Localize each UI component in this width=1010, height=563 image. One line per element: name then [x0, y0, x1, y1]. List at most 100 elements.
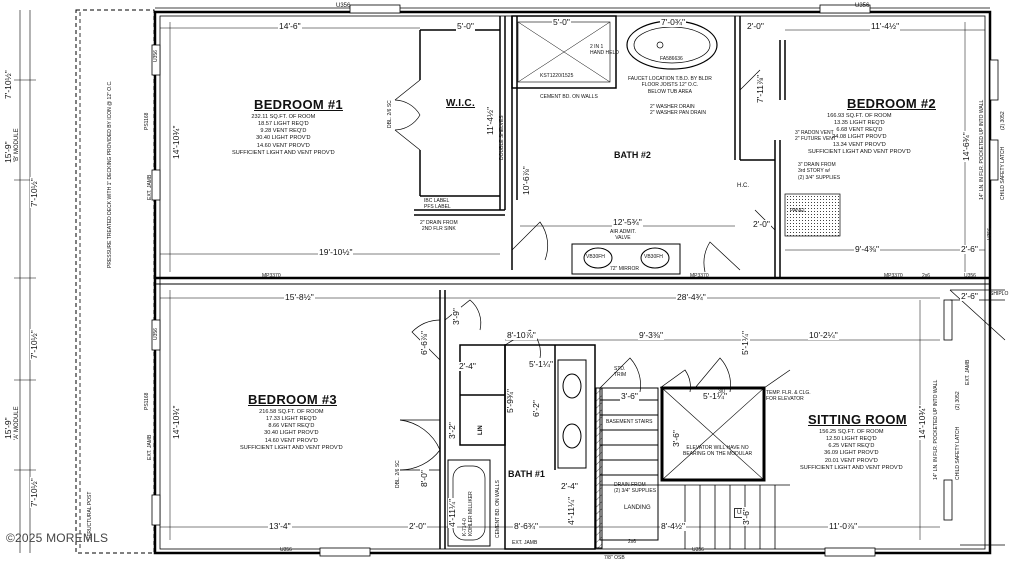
dim-bot-landing: 8'-4½"	[660, 521, 687, 531]
dim-left-6: 15'-9"	[3, 416, 13, 440]
dim-small-e: 3'-9"	[451, 307, 461, 326]
dim-small-m: 2'-6"	[960, 291, 979, 301]
dim-small-g: 6'-2"	[531, 399, 541, 418]
shiplo-label: SHIPLO	[990, 291, 1009, 297]
dim-small-k: 5'-1¼"	[528, 359, 555, 369]
vanity-2-label: VB30FH	[644, 254, 663, 260]
window-code-sitting: (2) 3052	[955, 391, 961, 410]
bed3-door-label: DBL. 2/6 SC	[395, 460, 401, 488]
dim-top-tub: 7'-0¾"	[660, 17, 687, 27]
dim-v-stair-c: 3'-6"	[741, 507, 751, 526]
windows	[151, 4, 999, 557]
window-note-sitting: 14" LN. IN FLR. POCKETED UP INTO WALL	[933, 379, 939, 480]
dim-hall-a: 8'-10⅞"	[506, 330, 537, 340]
child-latch-sitting: CHILD SAFETY LATCH	[955, 426, 961, 480]
panel-area	[784, 193, 841, 237]
sitting-room-specs: 156.25 SQ.FT. OF ROOM 12.50 LIGHT REQ'D …	[800, 429, 903, 471]
dim-mid-left: 15'-8½"	[284, 292, 315, 302]
tag-u356-top1: U356	[336, 3, 351, 9]
pressure-deck-note: PRESSURE TREATED DECK WITH 1" DECKING PR…	[107, 80, 113, 268]
lin-label: LIN	[478, 425, 484, 435]
std-trim-label: STD.TRIM	[614, 366, 627, 378]
dim-top-shower: 5'-0"	[552, 17, 571, 27]
tag-ps-left1: PS1168	[144, 112, 150, 130]
basement-stairs-label: BASEMENT STAIRS	[606, 419, 653, 425]
dim-v-bed2: 14'-6¾"	[961, 131, 971, 162]
dim-small-f: 5'-9¾"	[505, 387, 515, 414]
tag-mp-1: MP3370	[262, 273, 281, 279]
tag-mp-3: MP3370	[884, 273, 903, 279]
dim-small-d: 2'-4"	[458, 361, 477, 371]
drain-bath1-note: DRAIN FROM(2) 3/4" SUPPLIES	[614, 482, 657, 494]
dim-bot-bed3: 13'-4"	[268, 521, 292, 531]
dim-small-i: 8'-0"	[419, 469, 429, 488]
dim-bot-bath1: 8'-6¾"	[513, 521, 540, 531]
door-30-label: 3/0	[718, 389, 725, 395]
wic-title: W.I.C.	[446, 98, 476, 109]
tag-u356-bot1: U356	[280, 547, 292, 553]
dim-v-bed3: 14'-10¾"	[171, 404, 181, 440]
tag-u356-left2: U356	[153, 328, 159, 340]
sitting-room-title: SITTING ROOM	[808, 412, 907, 427]
dim-top-b2-small: 2'-0"	[746, 21, 765, 31]
bath1-cement-board: CEMENT BD. ON WALLS	[495, 480, 501, 538]
dim-left-5: 15'-9"	[3, 140, 13, 164]
dim-small-h: 3'-2"	[447, 421, 457, 440]
bedroom3-specs: 216.58 SQ.FT. OF ROOM 17.33 LIGHT REQ'D …	[240, 409, 343, 451]
dim-v-hall: 6'-6⅞"	[419, 329, 429, 356]
tag-u356-right1: U356	[987, 228, 993, 240]
ext-jamb-sitting: EXT. JAMB	[965, 359, 971, 385]
air-admit-note: AIR ADMIT.VALVE	[610, 229, 636, 241]
copyright-watermark: ©2025 MOREMLS	[6, 531, 109, 545]
tag-2x6-1: 2x6	[922, 273, 931, 279]
dim-small-c: 2'-0"	[752, 219, 771, 229]
tag-u356-top2: U356	[855, 3, 870, 9]
dim-v-wic: 11'-4½"	[485, 105, 495, 136]
tag-u356-mid: U356	[964, 273, 976, 279]
dim-small-d2: 2'-4"	[560, 481, 579, 491]
bath2-vanity	[571, 243, 681, 275]
tag-u356-left1: U356	[153, 50, 159, 62]
window-note-bed2: 14" LN. IN FLR. POCKETED UP INTO WALL	[979, 99, 985, 200]
tag-2x6-2: 2x6	[628, 539, 637, 545]
dim-v-bed1: 14'-10¾"	[171, 124, 181, 160]
tub-model: FA586636	[660, 56, 683, 62]
tag-u356-bot2: U356	[692, 547, 704, 553]
bath2-title: BATH #2	[614, 150, 651, 160]
dim-left-3: 7'-10½"	[29, 329, 39, 360]
ext-jamb-bottom: EXT. JAMB	[512, 540, 538, 546]
dim-v-stair-b: 5'-1¼"	[740, 329, 750, 356]
bedroom1-title: BEDROOM #1	[254, 97, 343, 112]
dim-v-b2-a: 7'-11⅞"	[755, 73, 765, 104]
dim-small-j: 4'-11¼"	[447, 497, 457, 528]
module-b-label: 'B' MODULE	[14, 128, 20, 162]
hc-label: H.C.	[737, 183, 749, 189]
ext-jamb-bed3: EXT. JAMB	[147, 434, 153, 460]
dim-bot-small: 2'-0"	[408, 521, 427, 531]
ext-jamb-bed1: EXT. JAMB	[147, 174, 153, 200]
dim-hall-b: 9'-3⅜"	[638, 330, 665, 340]
bedroom2-specs: 166.93 SQ.FT. OF ROOM 13.35 LIGHT REQ'D …	[808, 113, 911, 155]
dim-top-bed2: 11'-4½"	[870, 21, 901, 31]
tag-ps-left2: PS1168	[144, 392, 150, 410]
bedroom1-specs: 232.11 SQ.FT. OF ROOM 18.57 LIGHT REQ'D …	[232, 114, 335, 156]
panel-label: PANEL	[790, 208, 807, 214]
double-shelves-label: DOUBLE SHELVES	[499, 115, 505, 160]
dim-v-sitting: 14'-10¾"	[917, 404, 927, 440]
dim-bath2-width: 12'-5¾"	[612, 217, 643, 227]
dim-bed2-bottom: 9'-4⅜"	[854, 244, 881, 254]
dim-v-bath2: 10'-6⅞"	[521, 165, 531, 196]
dim-small-l: 4'-11¼"	[566, 495, 576, 526]
dim-bot-sitting: 11'-0⅞"	[828, 521, 859, 531]
dim-bed1-bottom: 19'-10½"	[318, 247, 354, 257]
